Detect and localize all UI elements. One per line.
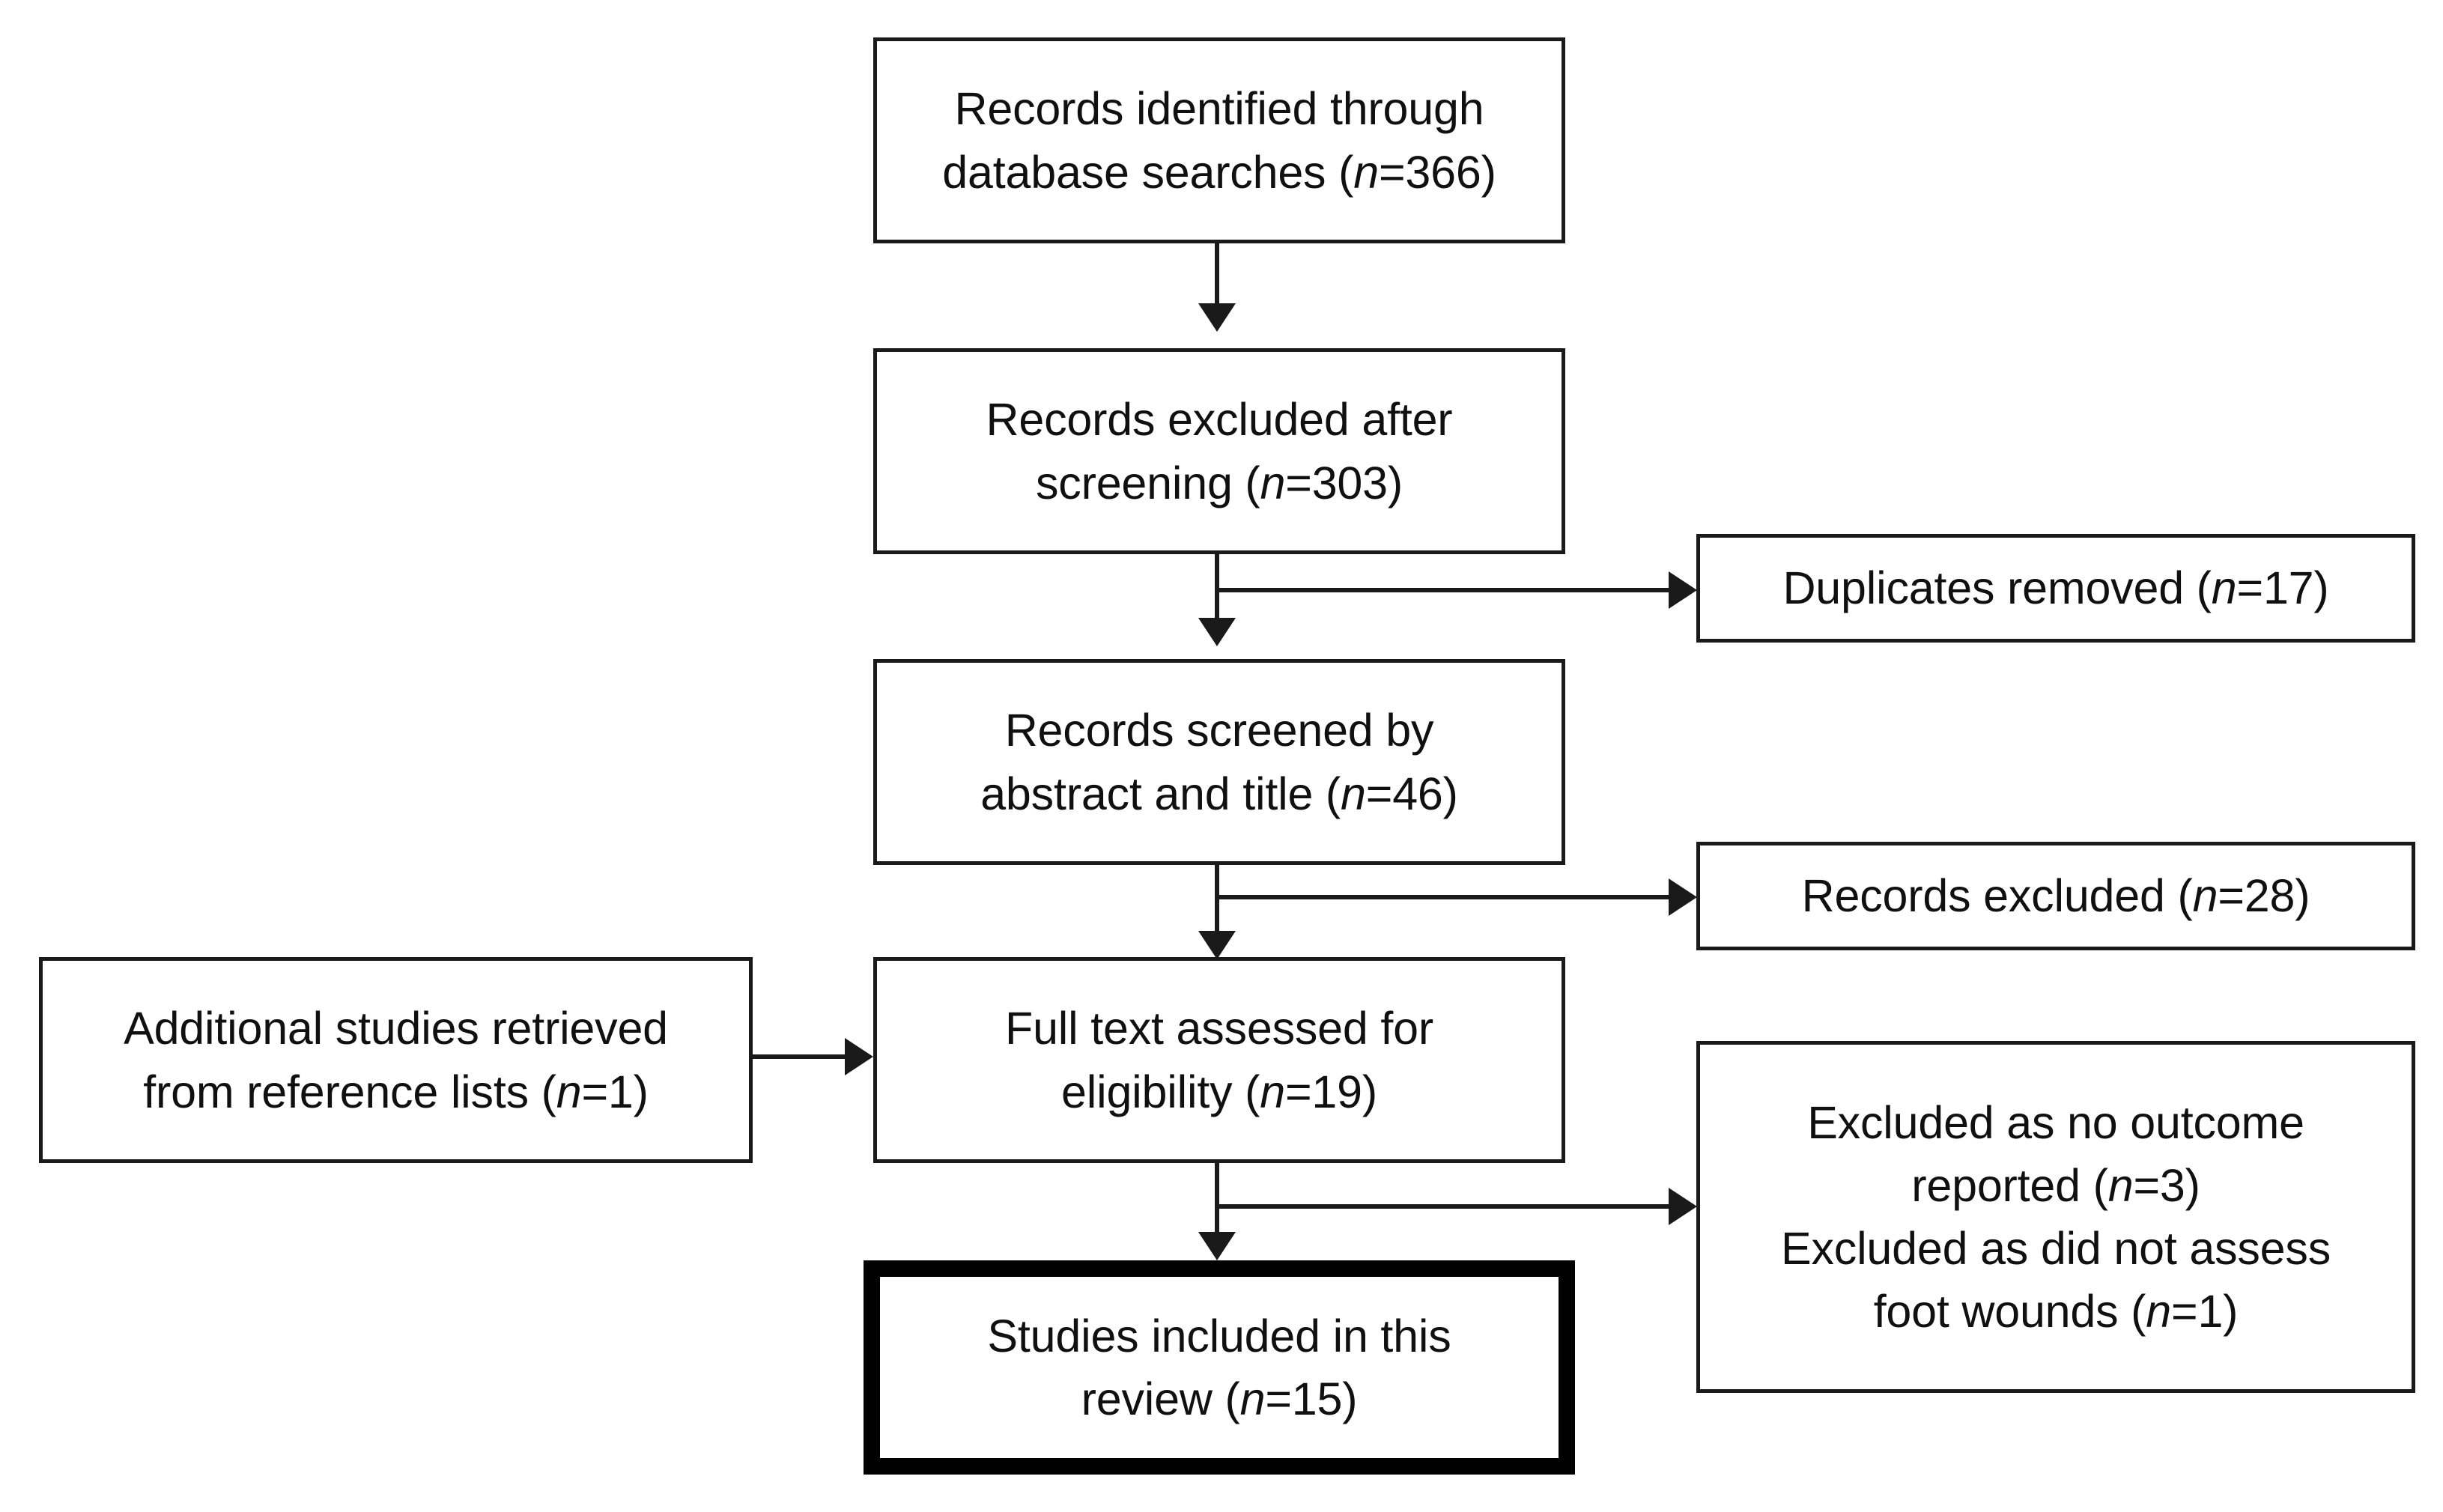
edge-branch-to-duplicates-line [1215,588,1679,592]
records-screened-label: Records screened by abstract and title (… [980,705,1458,819]
full-text-assessed-box: Full text assessed for eligibility (n=19… [873,957,1565,1163]
edge-identified-to-excluded-screening-arrowhead [1198,303,1236,332]
full-text-assessed-label: Full text assessed for eligibility (n=19… [1005,1003,1433,1117]
studies-included-label: Studies included in this review (n=15) [987,1310,1451,1424]
records-identified-label: Records identified through database sear… [942,83,1496,198]
edge-screened-to-fulltext-arrowhead [1198,931,1236,959]
studies-included-box: Studies included in this review (n=15) [864,1260,1575,1475]
duplicates-removed-label: Duplicates removed (n=17) [1782,562,2329,614]
edge-excluded-screening-to-screened-arrowhead [1198,618,1236,646]
records-excluded-after-screening-box: Records excluded after screening (n=303) [873,348,1565,554]
edge-additional-to-fulltext-arrowhead [845,1038,873,1075]
edge-identified-to-excluded-screening-line [1215,243,1219,311]
edge-branch-to-excluded-reasons-arrowhead [1669,1188,1697,1225]
edge-fulltext-to-included-arrowhead [1198,1232,1236,1260]
additional-studies-label: Additional studies retrieved from refere… [124,1003,668,1117]
excluded-with-reasons-label: Excluded as no outcome reported (n=3) Ex… [1780,1096,2331,1338]
records-excluded-box: Records excluded (n=28) [1696,842,2415,950]
additional-studies-box: Additional studies retrieved from refere… [39,957,753,1163]
excluded-with-reasons-box: Excluded as no outcome reported (n=3) Ex… [1696,1041,2415,1393]
edge-branch-to-excluded-reasons-line [1215,1204,1679,1209]
edge-branch-to-records-excluded-arrowhead [1669,878,1697,916]
records-screened-box: Records screened by abstract and title (… [873,659,1565,865]
edge-branch-to-duplicates-arrowhead [1669,571,1697,609]
records-identified-box: Records identified through database sear… [873,37,1565,243]
edge-screened-to-fulltext-line [1215,865,1219,944]
records-excluded-after-screening-label: Records excluded after screening (n=303) [986,394,1453,508]
records-excluded-label: Records excluded (n=28) [1801,870,2310,922]
duplicates-removed-box: Duplicates removed (n=17) [1696,534,2415,643]
edge-branch-to-records-excluded-line [1215,895,1679,899]
edge-additional-to-fulltext-line [753,1054,858,1059]
